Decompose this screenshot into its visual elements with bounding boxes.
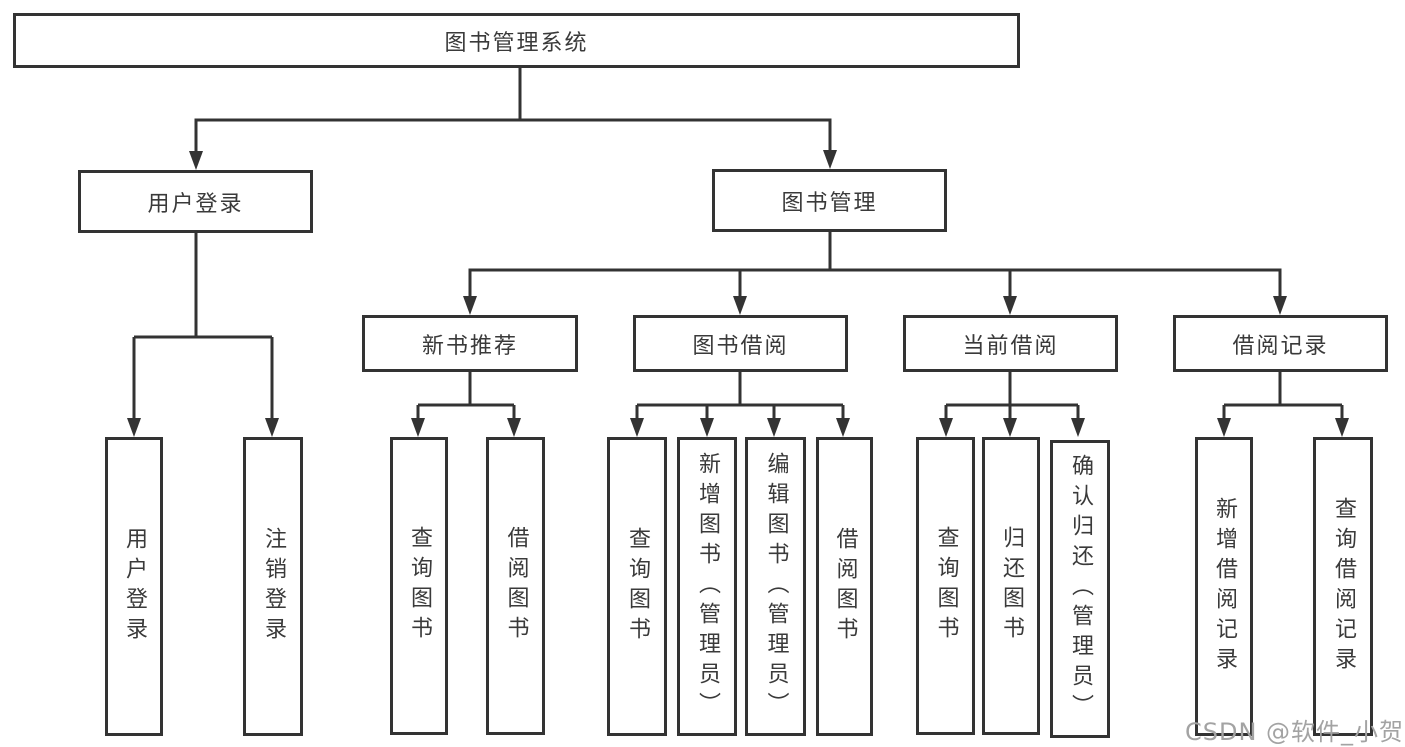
node-label: 查询图书: [933, 526, 959, 646]
leaf-add-books-admin: 新增图书（管理员）: [677, 437, 737, 736]
node-current-borrow: 当前借阅: [903, 315, 1118, 372]
node-label: 新书推荐: [421, 333, 518, 359]
node-book-management: 图书管理: [712, 169, 947, 232]
node-book-borrow: 图书借阅: [633, 315, 848, 372]
node-label: 借阅记录: [1232, 333, 1329, 359]
leaf-return-books: 归还图书: [982, 437, 1040, 735]
node-user-login: 用户登录: [78, 170, 313, 233]
leaf-confirm-return-admin: 确认归还（管理员）: [1050, 440, 1110, 738]
node-label: 当前借阅: [962, 333, 1059, 359]
leaf-user-login: 用户登录: [105, 437, 163, 736]
node-label: 查询图书: [625, 526, 650, 647]
node-label: 新增借阅记录: [1212, 496, 1237, 677]
node-label: 编辑图书（管理员）: [763, 451, 789, 722]
node-new-book-recommend: 新书推荐: [362, 315, 578, 372]
node-label: 图书管理: [781, 190, 878, 216]
arrowheads: [127, 150, 1349, 437]
leaf-query-books-recommend: 查询图书: [390, 437, 448, 735]
leaf-edit-books-admin: 编辑图书（管理员）: [745, 437, 806, 736]
node-borrow-records: 借阅记录: [1173, 315, 1388, 372]
node-label: 用户登录: [147, 191, 244, 217]
node-label: 用户登录: [122, 526, 147, 647]
node-label: 查询借阅记录: [1331, 496, 1356, 677]
node-label: 归还图书: [999, 526, 1024, 646]
leaf-borrow-books-recommend: 借阅图书: [486, 437, 545, 735]
node-label: 确认归还（管理员）: [1068, 454, 1093, 724]
node-label: 注销登录: [261, 526, 286, 647]
node-label: 查询图书: [407, 526, 432, 646]
leaf-borrow-books-borrow: 借阅图书: [816, 437, 873, 736]
leaf-add-borrow-record: 新增借阅记录: [1195, 437, 1253, 736]
node-library-management-system: 图书管理系统: [13, 13, 1020, 68]
leaf-query-books-current: 查询图书: [916, 437, 975, 735]
node-label: 图书借阅: [692, 333, 789, 359]
node-label: 借阅图书: [503, 526, 529, 646]
leaf-query-books-borrow: 查询图书: [607, 437, 667, 736]
leaf-query-borrow-record: 查询借阅记录: [1313, 437, 1373, 736]
csdn-watermark: CSDN @软件_小贺同学: [1185, 718, 1405, 746]
node-label: 新增图书（管理员）: [695, 451, 720, 722]
node-label: 图书管理系统: [444, 30, 589, 56]
leaf-logout: 注销登录: [243, 437, 303, 736]
node-label: 借阅图书: [832, 526, 858, 647]
